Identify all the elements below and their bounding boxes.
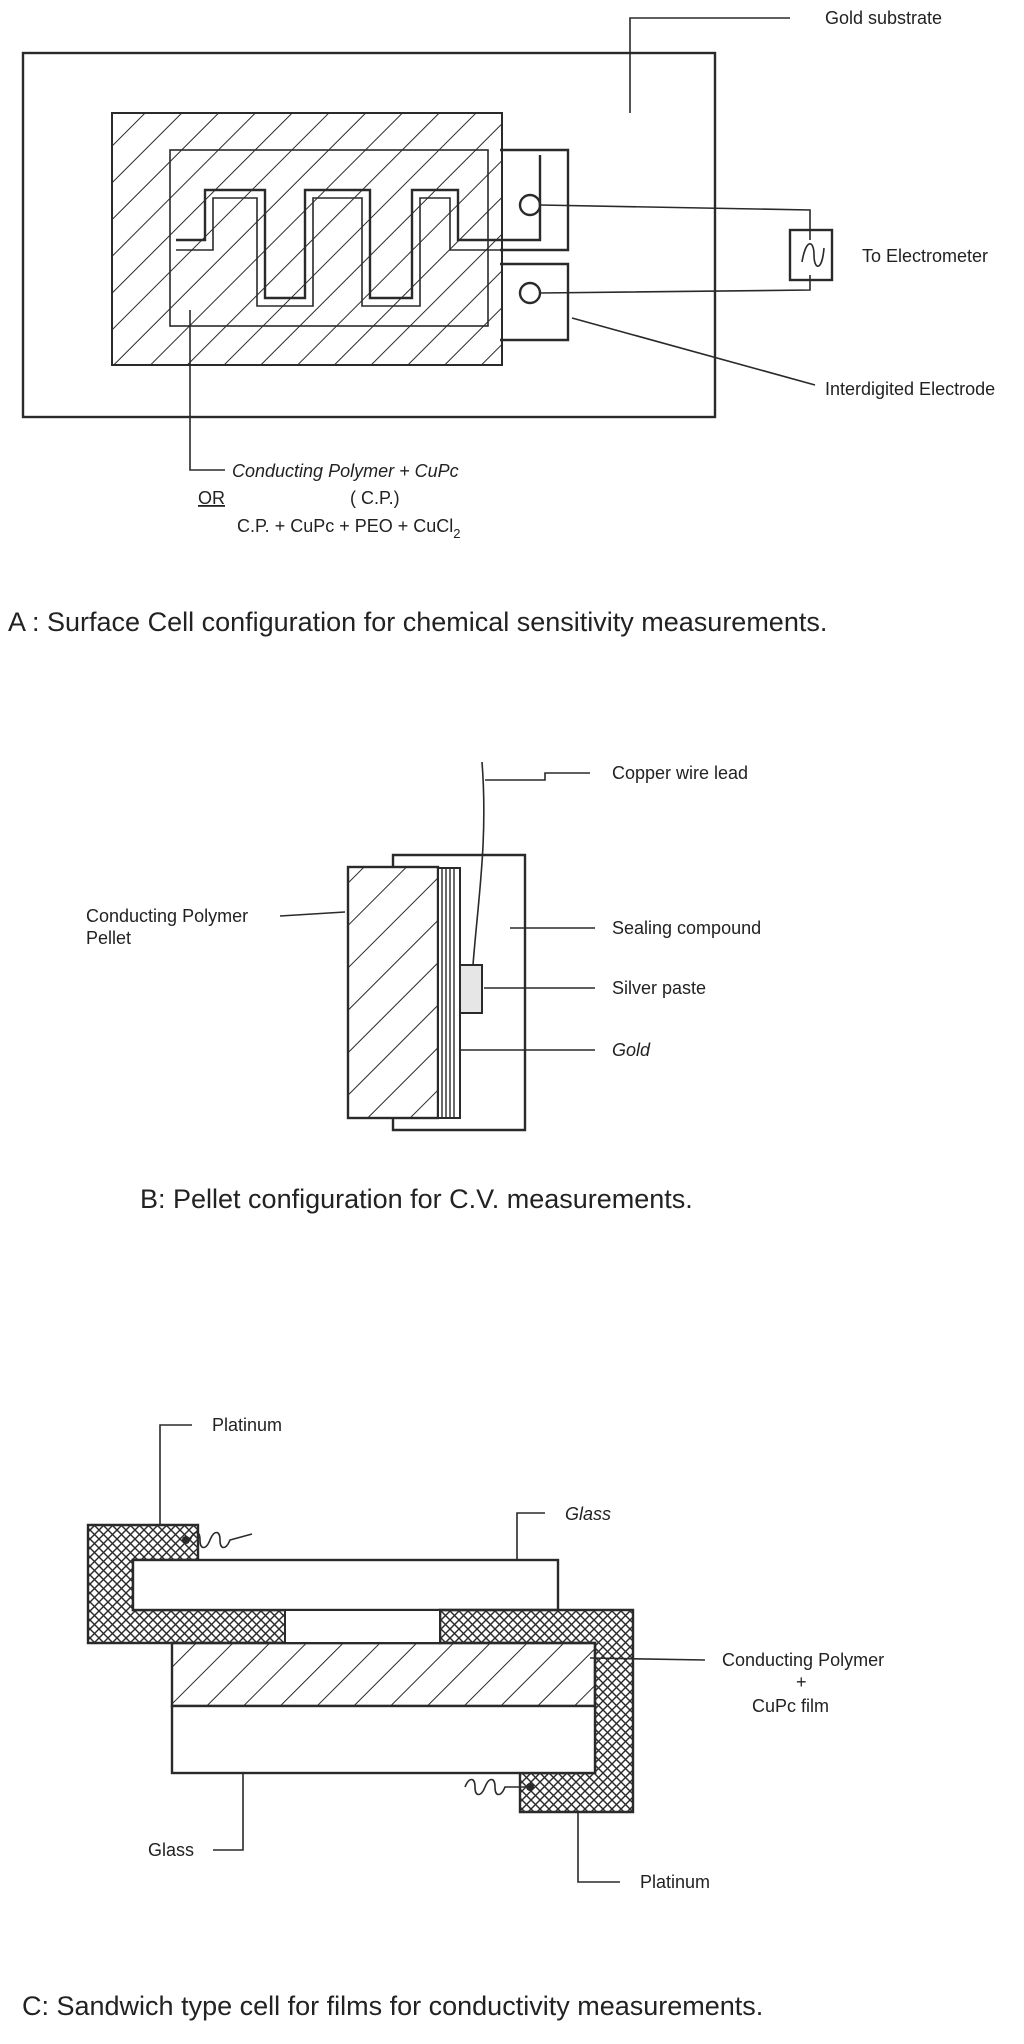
- label-film-line2: CuPc film: [752, 1696, 829, 1716]
- leader-interdigited-electrode: [571, 317, 816, 386]
- label-sealing-compound: Sealing compound: [612, 918, 761, 938]
- gold-substrate-plate: [21, 51, 717, 419]
- electrode-area: [169, 149, 489, 327]
- glass-bottom-slide: [170, 1704, 597, 1775]
- label-pellet-line2: Pellet: [86, 928, 131, 948]
- sealing-compound-body: [391, 853, 527, 1132]
- glass-top-slide: [131, 1558, 560, 1612]
- label-silver-paste: Silver paste: [612, 978, 706, 998]
- copper-wire-lead: [472, 761, 485, 966]
- conducting-polymer-pellet: [346, 865, 440, 1120]
- label-to-electrometer: To Electrometer: [862, 246, 988, 266]
- label-polymer-line2-main: C.P. + CuPc + PEO + CuCl: [237, 516, 453, 536]
- contact-pad-upper: [518, 193, 542, 217]
- interdigitated-electrode-lower: [176, 197, 540, 307]
- contact-dot-top: [182, 1536, 190, 1544]
- label-film-plus: +: [796, 1672, 807, 1692]
- caption-panel-c: C: Sandwich type cell for films for cond…: [22, 1991, 763, 2021]
- label-gold: Gold: [612, 1040, 651, 1060]
- contact-tab-upper: [500, 148, 570, 252]
- label-polymer-line2: C.P. + CuPc + PEO + CuCl2: [237, 516, 461, 541]
- leader-film: [589, 1657, 706, 1661]
- coil-wire-bottom-icon: [464, 1778, 526, 1796]
- leader-gold-substrate: [629, 17, 790, 113]
- contact-pad-lower: [518, 281, 542, 305]
- panel-a-surface-cell: Gold substrate To Electrometer Interdigi…: [8, 8, 995, 637]
- leader-platinum-top: [159, 1424, 192, 1525]
- conducting-polymer-film: [170, 1641, 597, 1708]
- caption-panel-a: A : Surface Cell configuration for chemi…: [8, 607, 827, 637]
- panel-c-sandwich-cell: Platinum Glass Conducting Polymer + CuPc…: [22, 1415, 884, 2021]
- leader-copper-wire: [485, 772, 590, 781]
- gold-layer: [437, 867, 461, 1119]
- label-glass-bottom: Glass: [148, 1840, 194, 1860]
- leader-glass-top: [516, 1512, 545, 1560]
- label-glass-top: Glass: [565, 1504, 611, 1524]
- lead-wire-upper: [539, 204, 811, 240]
- electrometer-symbol: [788, 228, 834, 282]
- coil-wire-top-icon: [189, 1531, 253, 1549]
- lead-wire-lower: [539, 275, 811, 294]
- leader-glass-bottom: [213, 1773, 244, 1851]
- contact-tab-lower: [500, 262, 570, 342]
- label-pellet-line1: Conducting Polymer: [86, 906, 248, 926]
- caption-panel-b: B: Pellet configuration for C.V. measure…: [140, 1184, 693, 1214]
- label-gold-substrate: Gold substrate: [825, 8, 942, 28]
- label-polymer-line2-subscript: 2: [453, 526, 460, 541]
- leader-platinum-bottom: [577, 1812, 620, 1883]
- label-cp-abbrev: ( C.P.): [350, 488, 400, 508]
- label-platinum-bottom: Platinum: [640, 1872, 710, 1892]
- panel-b-pellet-cell: Copper wire lead Conducting Polymer Pell…: [86, 761, 761, 1214]
- label-copper-wire-lead: Copper wire lead: [612, 763, 748, 783]
- leader-pellet: [279, 911, 346, 917]
- leader-conducting-polymer: [189, 310, 225, 471]
- gap-region: [284, 1609, 441, 1644]
- label-interdigited-electrode: Interdigited Electrode: [825, 379, 995, 399]
- label-film-line1: Conducting Polymer: [722, 1650, 884, 1670]
- interdigitated-electrode-upper: [176, 155, 542, 300]
- ac-sine-icon: [801, 243, 825, 267]
- label-platinum-top: Platinum: [212, 1415, 282, 1435]
- label-or: OR: [198, 488, 225, 508]
- label-polymer-line1: Conducting Polymer + CuPc: [232, 461, 459, 481]
- silver-paste-blob: [459, 964, 483, 1014]
- contact-dot-bottom: [526, 1783, 534, 1791]
